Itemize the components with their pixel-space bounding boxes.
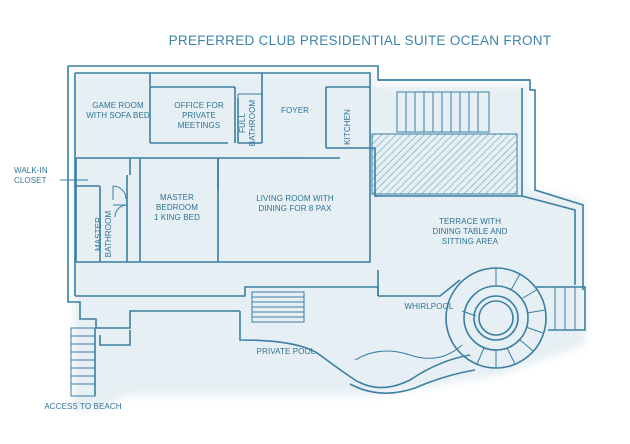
label-game-room: GAME ROOM WITH SOFA BED <box>86 101 150 120</box>
stairs-terrace <box>396 91 490 133</box>
plan-title: PREFERRED CLUB PRESIDENTIAL SUITE OCEAN … <box>168 33 552 48</box>
hatched-area <box>371 133 518 195</box>
label-access-to-beach: ACCESS TO BEACH <box>44 402 122 411</box>
label-private-pool: PRIVATE POOL <box>256 347 316 356</box>
pool-steps <box>251 291 305 323</box>
interior-walls <box>75 73 370 262</box>
label-walk-in-closet: WALK-IN CLOSET <box>14 166 48 185</box>
pool-outline <box>239 311 476 394</box>
label-kitchen: KITCHEN <box>343 109 352 145</box>
label-living-room: LIVING ROOM WITH DINING FOR 8 PAX <box>256 194 334 213</box>
pool-deck <box>67 279 461 346</box>
label-terrace: TERRACE WITH DINING TABLE AND SITTING AR… <box>432 217 508 246</box>
label-full-bathroom: FULL BATHROOM <box>238 99 257 147</box>
label-foyer: FOYER <box>280 106 310 115</box>
doors <box>112 185 128 218</box>
label-master-bedroom: MASTER BEDROOM 1 KING BED <box>154 193 200 222</box>
label-whirlpool: WHIRLPOOL <box>404 302 454 311</box>
label-office: OFFICE FOR PRIVATE MEETINGS <box>174 101 224 130</box>
label-master-bathroom: MASTER BATHROOM <box>94 210 113 258</box>
beach-stairs <box>70 327 96 397</box>
whirlpool-structure <box>445 267 586 369</box>
